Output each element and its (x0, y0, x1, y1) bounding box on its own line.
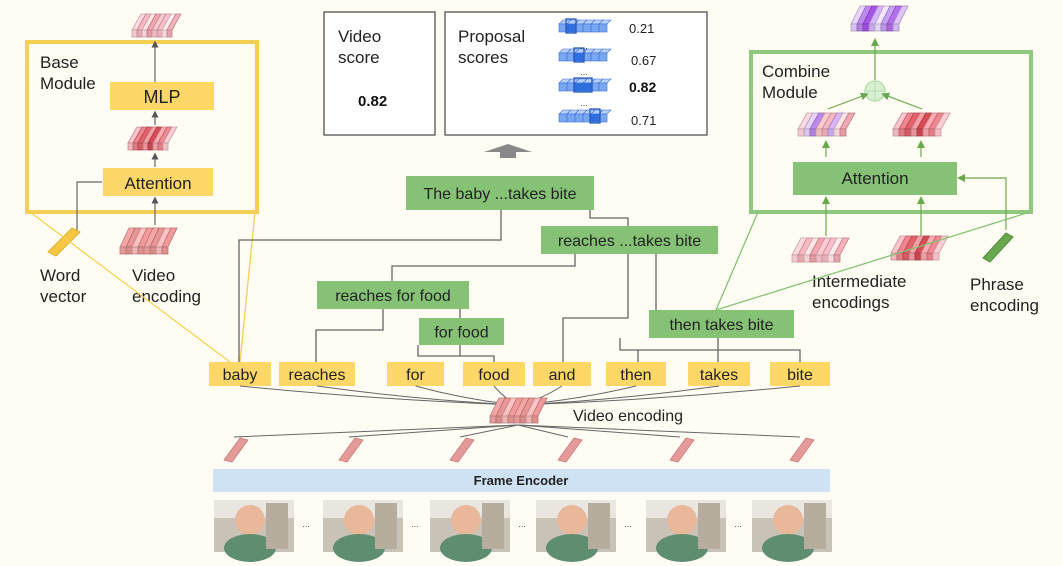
base-module-title-2: Module (40, 74, 96, 93)
tree-node-label: The baby ...takes bite (424, 186, 577, 203)
frame-encoder-label: Frame Encoder (474, 473, 569, 488)
word-label: then (620, 367, 651, 384)
tree-node: reaches ...takes bite (541, 226, 718, 254)
frame-ellipsis: ... (302, 519, 310, 529)
mlp-label: MLP (143, 87, 180, 107)
video-frame-thumbnail (536, 500, 616, 562)
combine-attention-label: Attention (841, 169, 908, 188)
tree-node-label: reaches for food (335, 288, 451, 305)
base-hidden-encoding-icon (127, 126, 178, 151)
tree-node-label: for food (434, 325, 488, 342)
word-label: baby (223, 367, 258, 384)
word-node-baby: baby (209, 362, 271, 386)
word-label: and (549, 367, 576, 384)
word-node-bite: bite (770, 362, 830, 386)
word-label: takes (700, 367, 738, 384)
proposal-ellipsis-3: ... (580, 98, 588, 108)
tree-node-label: then takes bite (669, 317, 773, 334)
intermediate-encoding-left-icon (791, 237, 850, 263)
frame-feature-vector-icon (557, 437, 583, 463)
frame-ellipsis: ... (734, 519, 742, 529)
base-attention-box (103, 168, 213, 196)
word-node-then: then (606, 362, 666, 386)
tree-node: The baby ...takes bite (406, 176, 594, 210)
frame-feature-vector-icon (338, 437, 364, 463)
video-frame-thumbnail (323, 500, 403, 562)
word-node-reaches: reaches (279, 362, 355, 386)
combine-attention-box (793, 162, 957, 195)
combine-module-title-2: Module (762, 83, 818, 102)
tree-node: reaches for food (317, 281, 469, 309)
tree-node: for food (419, 318, 504, 345)
proposal-segment-icon (558, 108, 612, 124)
word-node-and: and (533, 362, 591, 386)
proposal-ellipsis-2: ... (580, 67, 588, 77)
phrase-encoding-label-1: Phrase (970, 275, 1024, 294)
video-score-label-1: Video (338, 27, 381, 46)
frame-feature-vector-icon (223, 437, 249, 463)
word-label: bite (787, 367, 813, 384)
word-label: reaches (289, 367, 346, 384)
proposal-scores-panel: Proposal scores 0.21 0.67 0.82 0.71 ... … (444, 11, 708, 136)
base-module: Base Module MLP Attention (25, 13, 259, 233)
phrase-encoding-icon (982, 232, 1014, 263)
frame-encoder-bar (213, 469, 830, 492)
word-label: for (406, 367, 425, 384)
proposal-ellipsis-1: ... (580, 41, 588, 51)
combine-right-encoding-icon (892, 112, 951, 137)
video-score-value: 0.82 (358, 93, 387, 110)
combine-output-encoding-icon (850, 5, 909, 32)
video-frame-thumbnail (646, 500, 726, 562)
proposal-score-2: 0.67 (631, 53, 656, 68)
up-arrow-icon (484, 144, 532, 152)
base-module-title-1: Base (40, 53, 79, 72)
frame-ellipsis: ... (624, 519, 632, 529)
word-node-food: food (463, 362, 525, 386)
tree-node-label: reaches ...takes bite (558, 233, 701, 250)
frame-feature-vector-icon (789, 437, 815, 463)
proposal-score-1: 0.21 (629, 21, 654, 36)
tree-node: then takes bite (649, 310, 794, 338)
base-output-encoding-icon (131, 13, 182, 38)
video-score-panel: Video score 0.82 (323, 11, 436, 136)
main-video-encoding-icon (489, 397, 548, 424)
proposal-scores-label-1: Proposal (458, 27, 525, 46)
video-frame-thumbnail (752, 500, 832, 562)
proposal-scores-label-2: scores (458, 48, 508, 67)
intermediate-label-2: encodings (812, 293, 890, 312)
phrase-encoding-label-2: encoding (970, 296, 1039, 315)
proposal-score-3: 0.82 (629, 79, 656, 95)
frame-ellipsis: ... (518, 519, 526, 529)
video-encoding-input-icon (119, 227, 178, 255)
combine-module-title-1: Combine (762, 62, 830, 81)
intermediate-label-1: Intermediate (812, 272, 907, 291)
word-vector-label-2: vector (40, 287, 87, 306)
parse-tree (238, 210, 801, 362)
proposal-segment-icon (558, 47, 612, 63)
video-frame-thumbnail (214, 500, 294, 562)
main-video-encoding-label: Video encoding (573, 408, 683, 425)
word-label: food (478, 367, 509, 384)
video-score-label-2: score (338, 48, 380, 67)
proposal-segment-icon (558, 18, 612, 34)
combine-module: Combine Module Attention (749, 38, 1033, 236)
frame-feature-vector-icon (449, 437, 475, 463)
proposal-segment-icon (558, 77, 612, 93)
video-encoding-label-1: Video (132, 266, 175, 285)
base-attention-label: Attention (124, 174, 191, 193)
frame-feature-vector-icon (669, 437, 695, 463)
mlp-box (110, 82, 214, 110)
word-vector-icon (47, 227, 81, 257)
proposal-score-4: 0.71 (631, 113, 656, 128)
word-node-takes: takes (688, 362, 750, 386)
frame-ellipsis: ... (411, 519, 419, 529)
word-node-for: for (387, 362, 444, 386)
word-vector-label-1: Word (40, 266, 80, 285)
combine-left-encoding-icon (797, 112, 856, 137)
video-frame-thumbnail (430, 500, 510, 562)
